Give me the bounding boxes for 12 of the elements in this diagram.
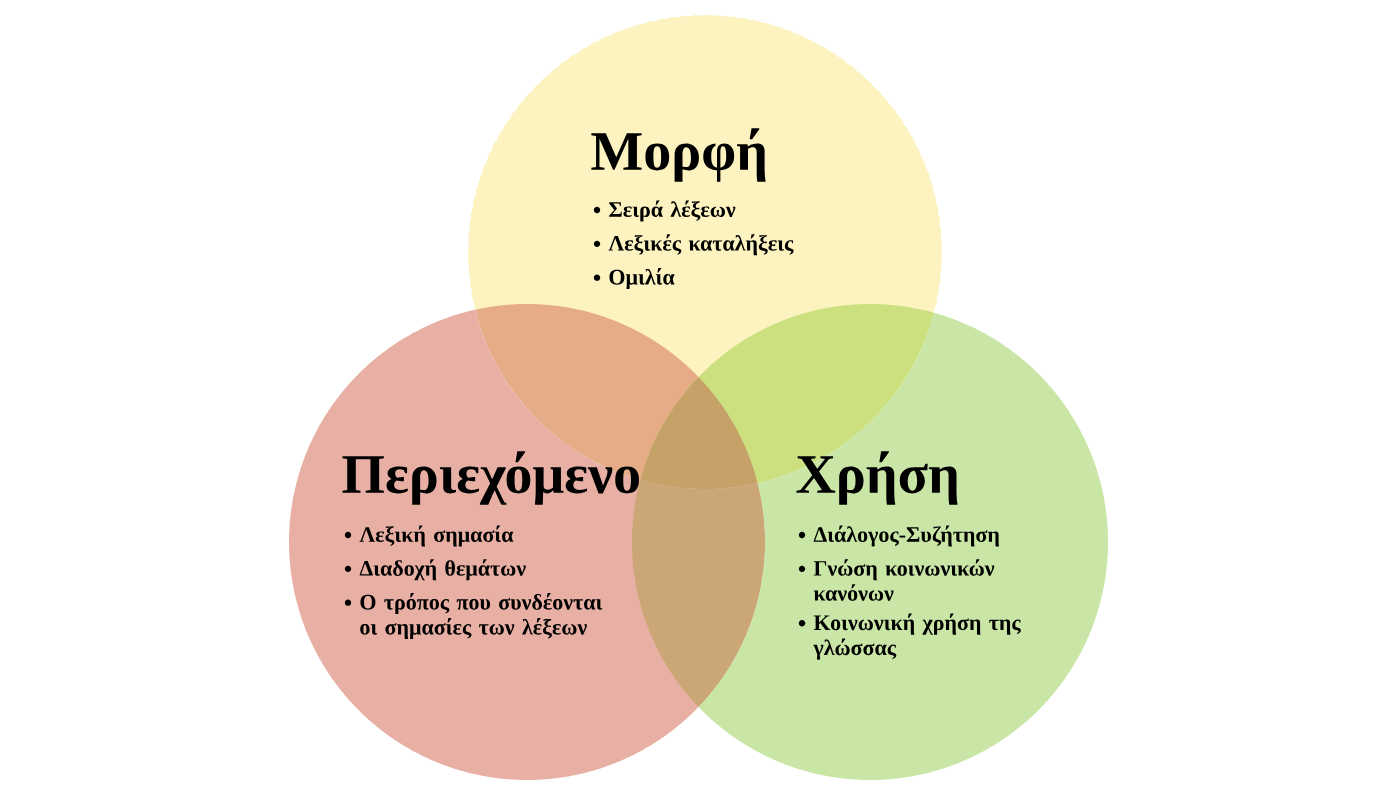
circle-heading: Χρήση xyxy=(796,451,958,505)
bullet-item: Γνώση κοινωνικών κανόνων xyxy=(798,559,995,601)
bullet-item: Ομιλία xyxy=(593,268,675,290)
bullet-item: Διαδοχή θεμάτων xyxy=(344,559,526,581)
circle-heading: Μορφή xyxy=(591,128,766,182)
bullet-item: Διάλογος-Συζήτηση xyxy=(798,525,999,547)
bullet-item: Σειρά λέξεων xyxy=(593,200,736,222)
circle-heading: Περιεχόμενο xyxy=(342,451,639,505)
bullet-item: Λεξικές καταλήξεις xyxy=(593,234,794,256)
bullet-item: Λεξική σημασία xyxy=(344,525,514,547)
bullet-item: Κοινωνική χρήση της γλώσσας xyxy=(798,613,1021,660)
bullet-item: Ο τρόπος που συνδέονται οι σημασίες των λέξεων xyxy=(344,593,603,640)
